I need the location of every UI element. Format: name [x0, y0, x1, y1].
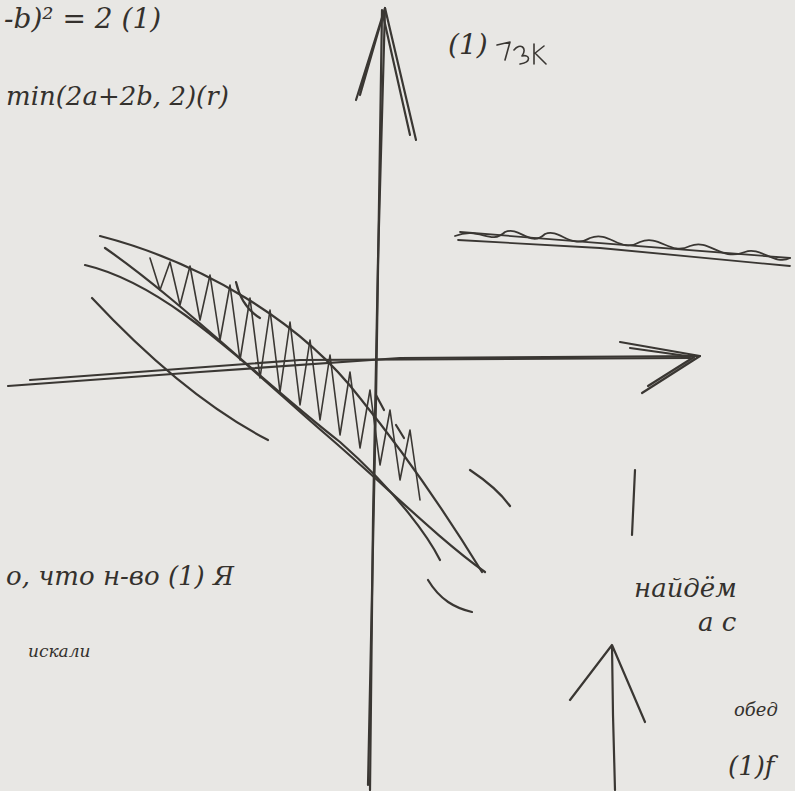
handwritten-note: -b)² = 2 (1) [4, 4, 161, 35]
handwritten-note: (1) [448, 30, 488, 61]
sketch-curve [470, 470, 510, 506]
handwritten-note: искали [28, 642, 91, 661]
sketch-curve [236, 282, 260, 318]
y-axis [368, 10, 382, 785]
sketch-arrow [570, 645, 645, 790]
hatching [150, 258, 420, 500]
handwritten-note: min(2a+2b, 2)(r) [6, 82, 229, 111]
handwritten-note: обед [734, 700, 778, 720]
x-axis [30, 358, 690, 380]
sketch-line [632, 470, 635, 535]
handwritten-note: найдём [634, 574, 737, 603]
region-curve [105, 248, 440, 560]
region-curve [85, 265, 485, 572]
handwritten-note: о, что н-во (1) Я [6, 562, 234, 591]
scribble [497, 42, 546, 64]
handwritten-note: (1)f [728, 752, 774, 781]
sketch-dash [376, 395, 404, 438]
sketch-curve [428, 580, 472, 612]
handwritten-note: а с [698, 608, 736, 637]
sketch-curve [92, 298, 268, 440]
axis-arrowhead [620, 342, 700, 393]
x-axis [8, 356, 700, 386]
crossed-out [458, 232, 790, 266]
axis-arrowhead [356, 8, 416, 140]
